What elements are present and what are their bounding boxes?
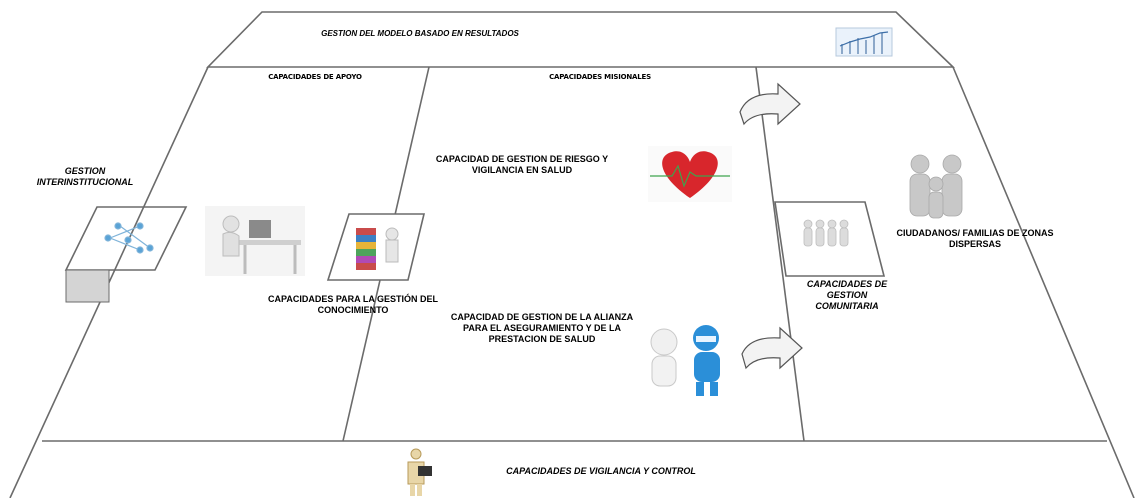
top-band-title: GESTION DEL MODELO BASADO EN RESULTADOS (321, 29, 519, 38)
bottom-band-title: CAPACIDADES DE VIGILANCIA Y CONTROL (506, 466, 696, 476)
citizens-label: CIUDADANOS/ FAMILIAS DE ZONAS DISPERSAS (896, 228, 1054, 249)
community-people-icon (803, 219, 849, 247)
grey-block (65, 269, 110, 303)
community-divider-line (755, 66, 805, 442)
desk-worker-icon (205, 206, 305, 276)
arrow-bottom-icon (741, 326, 803, 370)
interinstitutional-label: GESTION INTERINSTITUCIONAL (36, 166, 134, 187)
outer-right-line (952, 66, 1135, 498)
knowledge-label: CAPACIDADES PARA LA GESTIÓN DEL CONOCIMI… (268, 294, 439, 315)
chart-icon (835, 27, 893, 57)
heart-icon (648, 146, 732, 202)
camera-person-icon (407, 448, 432, 496)
support-header: CAPACIDADES DE APOYO (268, 73, 362, 81)
family-icon (909, 154, 963, 219)
missional-header: CAPACIDADES MISIONALES (549, 73, 651, 81)
arrow-top-icon (739, 82, 801, 126)
books-icon (326, 213, 426, 281)
community-box (774, 201, 886, 277)
frame-lines (9, 11, 1135, 498)
community-label: CAPACIDADES DE GESTION COMUNITARIA (806, 279, 888, 311)
risk-capacity-label: CAPACIDAD DE GESTION DE RIESGO Y VIGILAN… (435, 154, 609, 175)
interinstitutional-platform (64, 206, 188, 271)
network-icon (104, 222, 154, 254)
alliance-capacity-label: CAPACIDAD DE GESTION DE LA ALIANZA PARA … (450, 312, 634, 344)
doctors-icon (640, 320, 738, 400)
